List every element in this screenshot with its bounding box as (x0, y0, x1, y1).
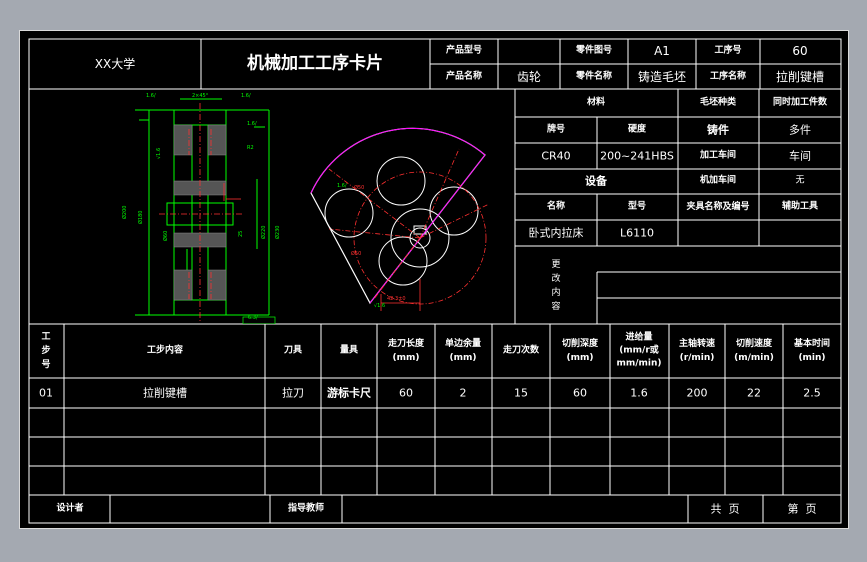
col-cut-depth: 切削深度(mm) (561, 339, 598, 363)
svg-text:Ø230: Ø230 (274, 226, 281, 239)
card-grid-lines (28, 38, 842, 524)
col-step-no: 工步号 (41, 332, 51, 370)
change-content-label: 更改内容 (551, 260, 561, 312)
simultaneous-count-value[interactable]: 多件 (789, 123, 811, 137)
svg-text:Ø200: Ø200 (121, 206, 128, 219)
equip-model-value[interactable]: L6110 (619, 226, 655, 240)
svg-text:25: 25 (238, 231, 244, 237)
row-feed[interactable]: 1.6 (630, 386, 648, 400)
equipment-label: 设备 (585, 174, 607, 188)
row-cut-depth[interactable]: 60 (573, 386, 587, 400)
row-cut-velocity[interactable]: 22 (747, 386, 761, 400)
row-cut-length[interactable]: 60 (399, 386, 413, 400)
svg-text:1.6/: 1.6/ (337, 183, 347, 189)
row-tool[interactable]: 拉刀 (282, 386, 304, 400)
process-card-sheet: 1.6/ 2×45° 1.6/ 1.6/ R2 6.3/ √1.6 Ø200 Ø… (19, 30, 849, 529)
process-name-value[interactable]: 拉削键槽 (775, 70, 825, 84)
col-passes: 走刀次数 (502, 345, 540, 356)
grade-value[interactable]: CR40 (541, 149, 571, 163)
designer-label: 设计者 (56, 503, 84, 514)
simultaneous-count-label: 同时加工件数 (772, 97, 828, 108)
product-model-label: 产品型号 (445, 45, 483, 56)
gear-front-view: 42.3±0 Ø50 Ø50 1.6/ √1.6 (310, 127, 490, 311)
product-name-value[interactable]: 齿轮 (516, 70, 542, 84)
col-spindle-speed: 主轴转速(r/min) (678, 339, 715, 363)
col-tool: 刀具 (283, 345, 303, 356)
equip-name-label: 名称 (546, 201, 566, 212)
svg-text:1.6/: 1.6/ (247, 121, 257, 127)
row-gauge[interactable]: 游标卡尺 (327, 386, 371, 400)
equip-name-value[interactable]: 卧式内拉床 (528, 226, 584, 240)
material-label: 材料 (586, 97, 606, 108)
svg-text:Ø50: Ø50 (351, 250, 361, 257)
part-drawing: 1.6/ 2×45° 1.6/ 1.6/ R2 6.3/ √1.6 Ø200 Ø… (121, 93, 490, 324)
row-allowance[interactable]: 2 (459, 386, 467, 400)
svg-text:6.3/: 6.3/ (248, 315, 258, 321)
process-no-value[interactable]: 60 (792, 44, 808, 58)
product-name-label: 产品名称 (445, 71, 483, 82)
col-feed: 进给量(mm/r或mm/min) (616, 332, 662, 369)
row-step-content[interactable]: 拉削键槽 (143, 386, 187, 400)
part-drawing-no-label: 零件图号 (575, 45, 613, 56)
workshop-value[interactable]: 车间 (789, 149, 811, 163)
part-name-label: 零件名称 (575, 71, 613, 82)
svg-text:1.6/: 1.6/ (146, 93, 156, 99)
process-name-label: 工序名称 (709, 71, 747, 82)
col-step-content: 工步内容 (146, 345, 184, 356)
blank-type-label: 毛坯种类 (699, 97, 737, 108)
svg-text:Ø220: Ø220 (260, 226, 267, 239)
coolant-value[interactable]: 无 (795, 175, 805, 186)
coolant-label: 机加车间 (699, 175, 737, 186)
process-no-label: 工序号 (714, 45, 742, 56)
col-basic-time: 基本时间(min) (793, 339, 830, 363)
school-name: XX大学 (94, 57, 136, 71)
col-cut-velocity: 切削速度(m/min) (734, 339, 774, 363)
svg-text:Ø180: Ø180 (137, 211, 144, 224)
equip-model-label: 型号 (627, 201, 647, 212)
part-name-value[interactable]: 铸造毛坯 (637, 70, 687, 84)
blank-type-value[interactable]: 铸件 (707, 123, 729, 137)
svg-text:1.6/: 1.6/ (241, 93, 251, 99)
row-step-no[interactable]: 01 (39, 386, 53, 400)
svg-text:√1.6: √1.6 (156, 148, 162, 159)
hardness-label: 硬度 (627, 124, 647, 135)
svg-text:R2: R2 (247, 145, 254, 151)
row-passes[interactable]: 15 (514, 386, 528, 400)
workshop-label: 加工车间 (699, 150, 737, 161)
svg-text:2×45°: 2×45° (192, 93, 209, 99)
card-title: 机械加工工序卡片 (247, 53, 383, 74)
aux-tool-label: 辅助工具 (781, 201, 819, 212)
col-allowance: 单边余量(mm) (444, 339, 481, 363)
page-number-label: 第 页 (787, 502, 817, 516)
svg-text:Ø60: Ø60 (162, 231, 169, 241)
svg-text:√1.6: √1.6 (374, 303, 385, 309)
svg-text:42.3±0: 42.3±0 (387, 296, 406, 302)
row-basic-time[interactable]: 2.5 (803, 386, 821, 400)
part-drawing-no-value[interactable]: A1 (654, 44, 670, 58)
col-cut-length: 走刀长度(mm) (387, 339, 424, 363)
svg-text:Ø50: Ø50 (354, 184, 364, 191)
fixture-label: 夹具名称及编号 (686, 202, 750, 212)
hardness-value[interactable]: 200~241HBS (600, 149, 674, 163)
advisor-label: 指导教师 (287, 503, 325, 514)
grade-label: 牌号 (546, 124, 566, 135)
gear-section-view: 1.6/ 2×45° 1.6/ 1.6/ R2 6.3/ √1.6 Ø200 Ø… (121, 93, 281, 324)
row-spindle-speed[interactable]: 200 (686, 386, 708, 400)
col-gauge: 量具 (339, 345, 359, 356)
total-pages-label: 共 页 (710, 502, 740, 516)
